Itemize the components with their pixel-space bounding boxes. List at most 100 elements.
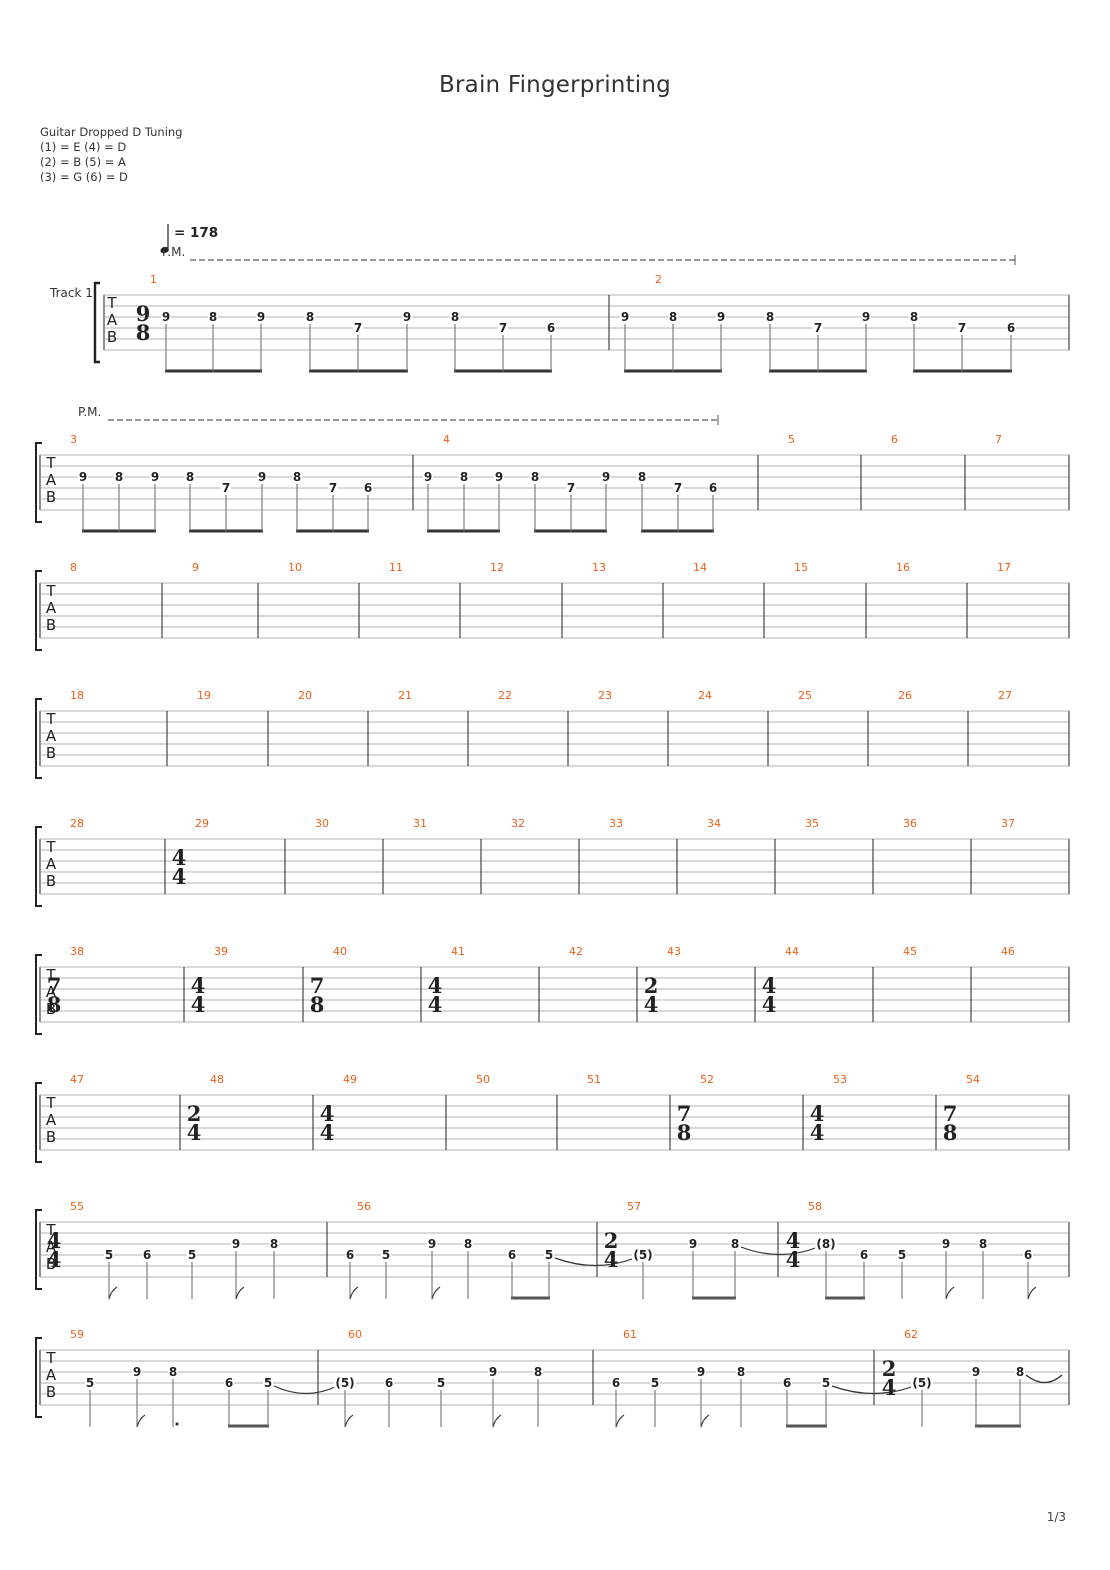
fret-knockout: [673, 481, 683, 493]
tie-arc: [740, 1246, 819, 1256]
note-beam: [786, 1424, 827, 1428]
fret-number: 8: [638, 470, 646, 484]
fret-number: 7: [958, 321, 966, 335]
tuning-info: Guitar Dropped D Tuning (1) = E (4) = D …: [40, 125, 182, 185]
note-flag: [136, 1414, 146, 1428]
fret-number: (5): [912, 1376, 931, 1390]
tab-letter-a: A: [46, 1366, 57, 1384]
measure-number: 12: [490, 561, 504, 574]
time-signature-top: 4: [428, 973, 443, 998]
note-flag: [615, 1414, 625, 1428]
fret-knockout: [782, 1376, 792, 1388]
fret-number: 7: [354, 321, 362, 335]
fret-knockout: [668, 310, 678, 322]
fret-number: 8: [1016, 1365, 1024, 1379]
tab-letter-a: A: [46, 855, 57, 873]
measure-number: 51: [587, 1073, 601, 1086]
time-signature-top: 4: [762, 973, 777, 998]
fret-knockout: [450, 310, 460, 322]
measure-number: 30: [315, 817, 329, 830]
fret-knockout: [1023, 1248, 1033, 1260]
fret-knockout: [221, 481, 231, 493]
time-signature-bottom: 4: [762, 992, 777, 1017]
measure-number: 14: [693, 561, 707, 574]
fret-number: 5: [545, 1248, 553, 1262]
fret-knockout: [708, 481, 718, 493]
time-signature-top: 2: [604, 1228, 619, 1253]
time-signature-bottom: 4: [187, 1120, 202, 1145]
time-signature-bottom: 8: [677, 1120, 692, 1145]
time-signature-top: 7: [677, 1101, 692, 1126]
fret-number: 7: [674, 481, 682, 495]
fret-number: 7: [814, 321, 822, 335]
fret-number: 6: [364, 481, 372, 495]
note-flag: [945, 1286, 955, 1300]
note-flag: [431, 1286, 441, 1300]
fret-number: 8: [464, 1237, 472, 1251]
fret-number: 9: [403, 310, 411, 324]
tab-letter-a: A: [46, 471, 57, 489]
fret-knockout: [566, 481, 576, 493]
tie-arc: [831, 1385, 915, 1395]
tie-arc: [554, 1257, 636, 1267]
quarter-note-icon: [160, 224, 169, 254]
fret-knockout: [384, 1376, 394, 1388]
fret-knockout: [620, 310, 630, 322]
fret-knockout: [256, 310, 266, 322]
fret-knockout: [765, 310, 775, 322]
fret-number: (8): [816, 1237, 835, 1251]
note-flag: [344, 1414, 354, 1428]
fret-number: 6: [1007, 321, 1015, 335]
fret-number: 9: [717, 310, 725, 324]
time-signature-top: 4: [191, 973, 206, 998]
fret-number: 8: [169, 1365, 177, 1379]
fret-knockout: [821, 1376, 831, 1388]
time-signature-top: 2: [187, 1101, 202, 1126]
fret-knockout: [601, 470, 611, 482]
fret-knockout: [650, 1376, 660, 1388]
fret-knockout: [533, 1365, 543, 1377]
fret-knockout: [114, 470, 124, 482]
fret-number: 9: [621, 310, 629, 324]
fret-knockout: [353, 321, 363, 333]
fret-knockout: [328, 481, 338, 493]
fret-knockout: [436, 1376, 446, 1388]
measure-number: 37: [1001, 817, 1015, 830]
measure-number: 39: [214, 945, 228, 958]
time-signature-bottom: 4: [786, 1247, 801, 1272]
measure-number: 59: [70, 1328, 84, 1341]
fret-number: 8: [270, 1237, 278, 1251]
tie-arc: [273, 1385, 338, 1395]
measure-number: 2: [655, 273, 662, 286]
fret-knockout: [909, 310, 919, 322]
fret-knockout: [150, 470, 160, 482]
fret-number: 5: [651, 1376, 659, 1390]
tuning-line: (1) = E (4) = D: [40, 140, 127, 154]
measure-number: 34: [707, 817, 721, 830]
fret-knockout: [168, 1365, 178, 1377]
note-flag: [1027, 1286, 1037, 1300]
fret-knockout: [632, 1248, 654, 1260]
measure-number: 25: [798, 689, 812, 702]
time-signature-top: 4: [320, 1101, 335, 1126]
tab-letter-a: A: [46, 1238, 57, 1256]
note-flag: [349, 1286, 359, 1300]
measure-number: 16: [896, 561, 910, 574]
fret-knockout: [494, 470, 504, 482]
fret-knockout: [208, 310, 218, 322]
measure-number: 32: [511, 817, 525, 830]
page-indicator: 1/3: [1046, 1510, 1066, 1524]
tab-letter-a: A: [46, 983, 57, 1001]
fret-number: 8: [451, 310, 459, 324]
fret-number: 5: [822, 1376, 830, 1390]
note-beam: [228, 1424, 269, 1428]
time-signature-top: 2: [644, 973, 659, 998]
note-flag: [492, 1414, 502, 1428]
fret-knockout: [815, 1237, 837, 1249]
tab-letter-t: T: [45, 1221, 56, 1239]
palm-mute-label: P.M.: [162, 245, 185, 259]
measure-number: 29: [195, 817, 209, 830]
fret-knockout: [688, 1237, 698, 1249]
tab-letter-t: T: [45, 1349, 56, 1367]
time-signature-top: 7: [47, 973, 62, 998]
